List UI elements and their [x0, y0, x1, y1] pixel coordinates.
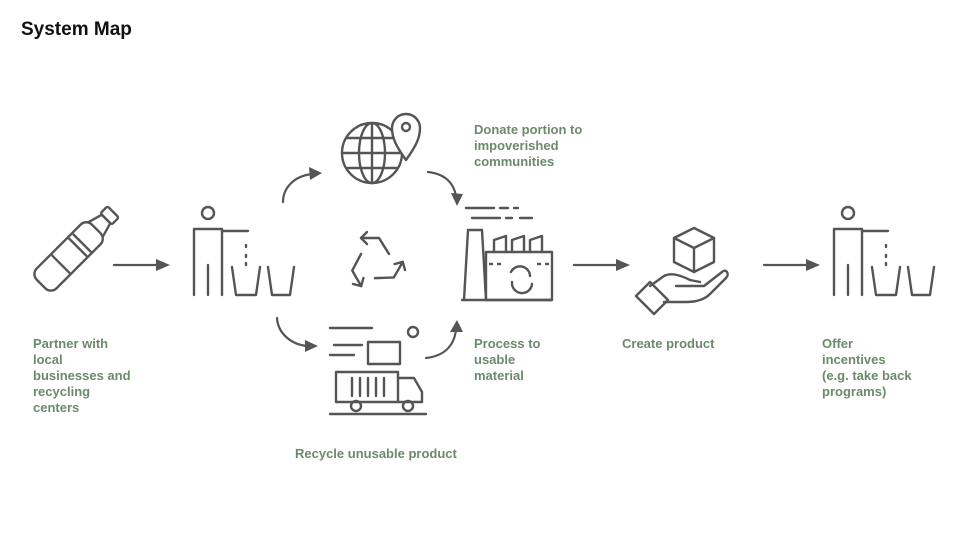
- recycle-icon: [351, 230, 407, 288]
- arrow: [281, 167, 322, 204]
- globe-pin-icon: [340, 112, 422, 185]
- step-label-process: Process to usable material: [474, 336, 541, 383]
- step-label-donate: Donate portion to impoverished communiti…: [474, 122, 583, 169]
- arrow: [426, 170, 463, 206]
- person-bins-icon: [192, 205, 296, 297]
- page-title: System Map: [21, 19, 132, 40]
- arrow: [112, 259, 170, 271]
- truck-icon: [328, 325, 428, 416]
- step-label-create: Create product: [622, 336, 715, 351]
- plastic-bottle-icon: [33, 205, 120, 292]
- hand-cube-icon: [634, 226, 729, 316]
- arrow: [572, 259, 630, 271]
- step-label-partner: Partner with local businesses and recycl…: [33, 336, 131, 415]
- arrow: [275, 316, 318, 352]
- arrow: [424, 320, 463, 360]
- step-label-offer: Offer incentives (e.g. take back program…: [822, 336, 912, 399]
- factory-icon: [460, 206, 554, 302]
- arrow: [762, 259, 820, 271]
- person-bins-icon: [832, 205, 936, 297]
- step-label-recycle: Recycle unusable product: [295, 446, 457, 461]
